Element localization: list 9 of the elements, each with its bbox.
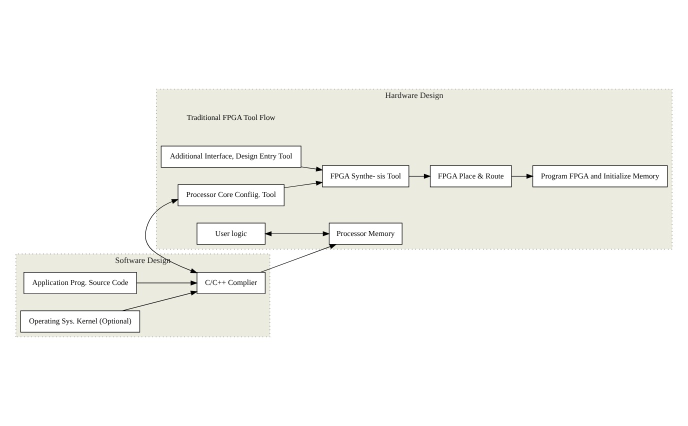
arrow xyxy=(408,174,432,179)
arrow xyxy=(122,290,198,312)
arrow xyxy=(264,231,330,236)
arrow xyxy=(136,280,198,286)
arrow xyxy=(300,166,324,172)
arrow xyxy=(511,174,534,179)
arrow xyxy=(284,180,324,188)
arrow xyxy=(145,199,198,274)
arrow xyxy=(260,244,337,273)
